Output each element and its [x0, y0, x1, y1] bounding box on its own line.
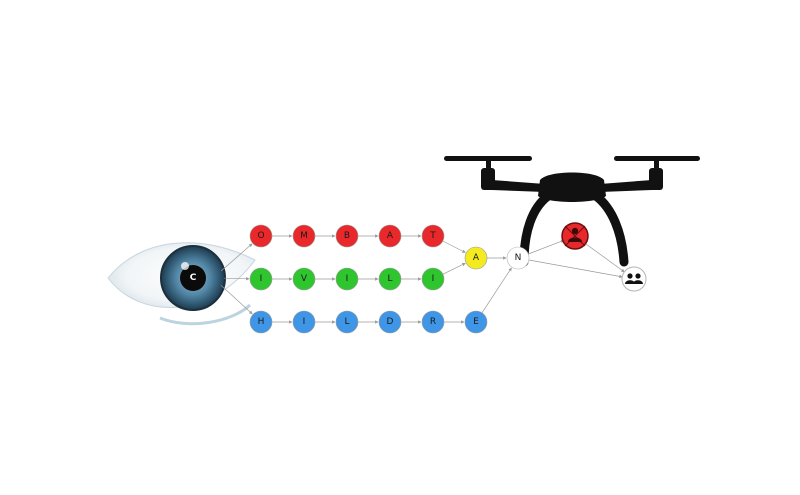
- node-green-4-circle: [421, 267, 445, 291]
- node-blue-1-label: I: [303, 317, 306, 327]
- nodes-layer: O M B A T I V I L I H I L D R E A N: [249, 224, 530, 334]
- node-green-0: I: [249, 267, 273, 291]
- node-red-3-circle: [378, 224, 402, 248]
- node-blue-5-circle: [464, 310, 488, 334]
- node-red-0-circle: [249, 224, 273, 248]
- eye-label: C: [190, 273, 197, 283]
- node-hub-label: N: [515, 253, 522, 263]
- node-red-4-label: T: [429, 231, 436, 241]
- node-green-2: I: [335, 267, 359, 291]
- node-blue-5: E: [464, 310, 488, 334]
- node-blue-2: L: [335, 310, 359, 334]
- node-red-1-label: M: [300, 231, 308, 241]
- node-hub-circle: [506, 246, 530, 270]
- node-red-3-label: A: [387, 231, 394, 241]
- node-green-1-circle: [292, 267, 316, 291]
- node-blue-3-circle: [378, 310, 402, 334]
- group-icon: [621, 266, 647, 292]
- node-blue-2-circle: [335, 310, 359, 334]
- edge-target-to-group: [583, 242, 625, 273]
- node-blue-0-circle: [249, 310, 273, 334]
- edge-eye-to-green: [223, 276, 250, 281]
- edges-layer: [220, 234, 625, 324]
- edge-hub-to-group: [528, 259, 623, 279]
- node-green-2-circle: [335, 267, 359, 291]
- node-green-1-label: V: [301, 274, 308, 284]
- node-blue-4-label: R: [430, 317, 436, 327]
- node-red-1: M: [292, 224, 316, 248]
- node-merge-circle: [464, 246, 488, 270]
- node-red-3: A: [378, 224, 402, 248]
- person-target-icon: [561, 222, 589, 250]
- node-blue-2-label: L: [344, 317, 349, 327]
- edge-hub-to-target: [528, 239, 565, 255]
- node-blue-5-label: E: [473, 317, 479, 327]
- node-red-4-circle: [421, 224, 445, 248]
- node-green-3-circle: [378, 267, 402, 291]
- node-green-3: L: [378, 267, 402, 291]
- node-red-4: T: [421, 224, 445, 248]
- edge-blue-to-hub: [481, 267, 512, 313]
- node-green-0-circle: [249, 267, 273, 291]
- node-green-0-label: I: [260, 274, 263, 284]
- node-red-0-label: O: [257, 231, 264, 241]
- node-merge: A: [464, 246, 488, 270]
- node-blue-1-circle: [292, 310, 316, 334]
- node-blue-0: H: [249, 310, 273, 334]
- node-red-1-circle: [292, 224, 316, 248]
- edge-eye-to-blue: [220, 285, 253, 315]
- edge-green-to-merge: [442, 262, 466, 275]
- node-green-1: V: [292, 267, 316, 291]
- node-blue-3: D: [378, 310, 402, 334]
- node-green-4: I: [421, 267, 445, 291]
- node-green-3-label: L: [387, 274, 392, 284]
- node-red-2-circle: [335, 224, 359, 248]
- edge-eye-to-red: [221, 243, 253, 272]
- node-blue-0-label: H: [258, 317, 265, 327]
- node-red-2: B: [335, 224, 359, 248]
- node-merge-label: A: [473, 253, 480, 263]
- node-blue-3-label: D: [387, 317, 394, 327]
- node-blue-1: I: [292, 310, 316, 334]
- eye-icon: C: [107, 242, 256, 326]
- node-red-2-label: B: [344, 231, 350, 241]
- node-blue-4: R: [421, 310, 445, 334]
- node-hub: N: [506, 246, 530, 270]
- node-blue-4-circle: [421, 310, 445, 334]
- node-green-2-label: I: [346, 274, 349, 284]
- node-red-0: O: [249, 224, 273, 248]
- node-green-4-label: I: [432, 274, 435, 284]
- drone-icon: [444, 156, 700, 267]
- edge-red-to-merge: [442, 240, 466, 253]
